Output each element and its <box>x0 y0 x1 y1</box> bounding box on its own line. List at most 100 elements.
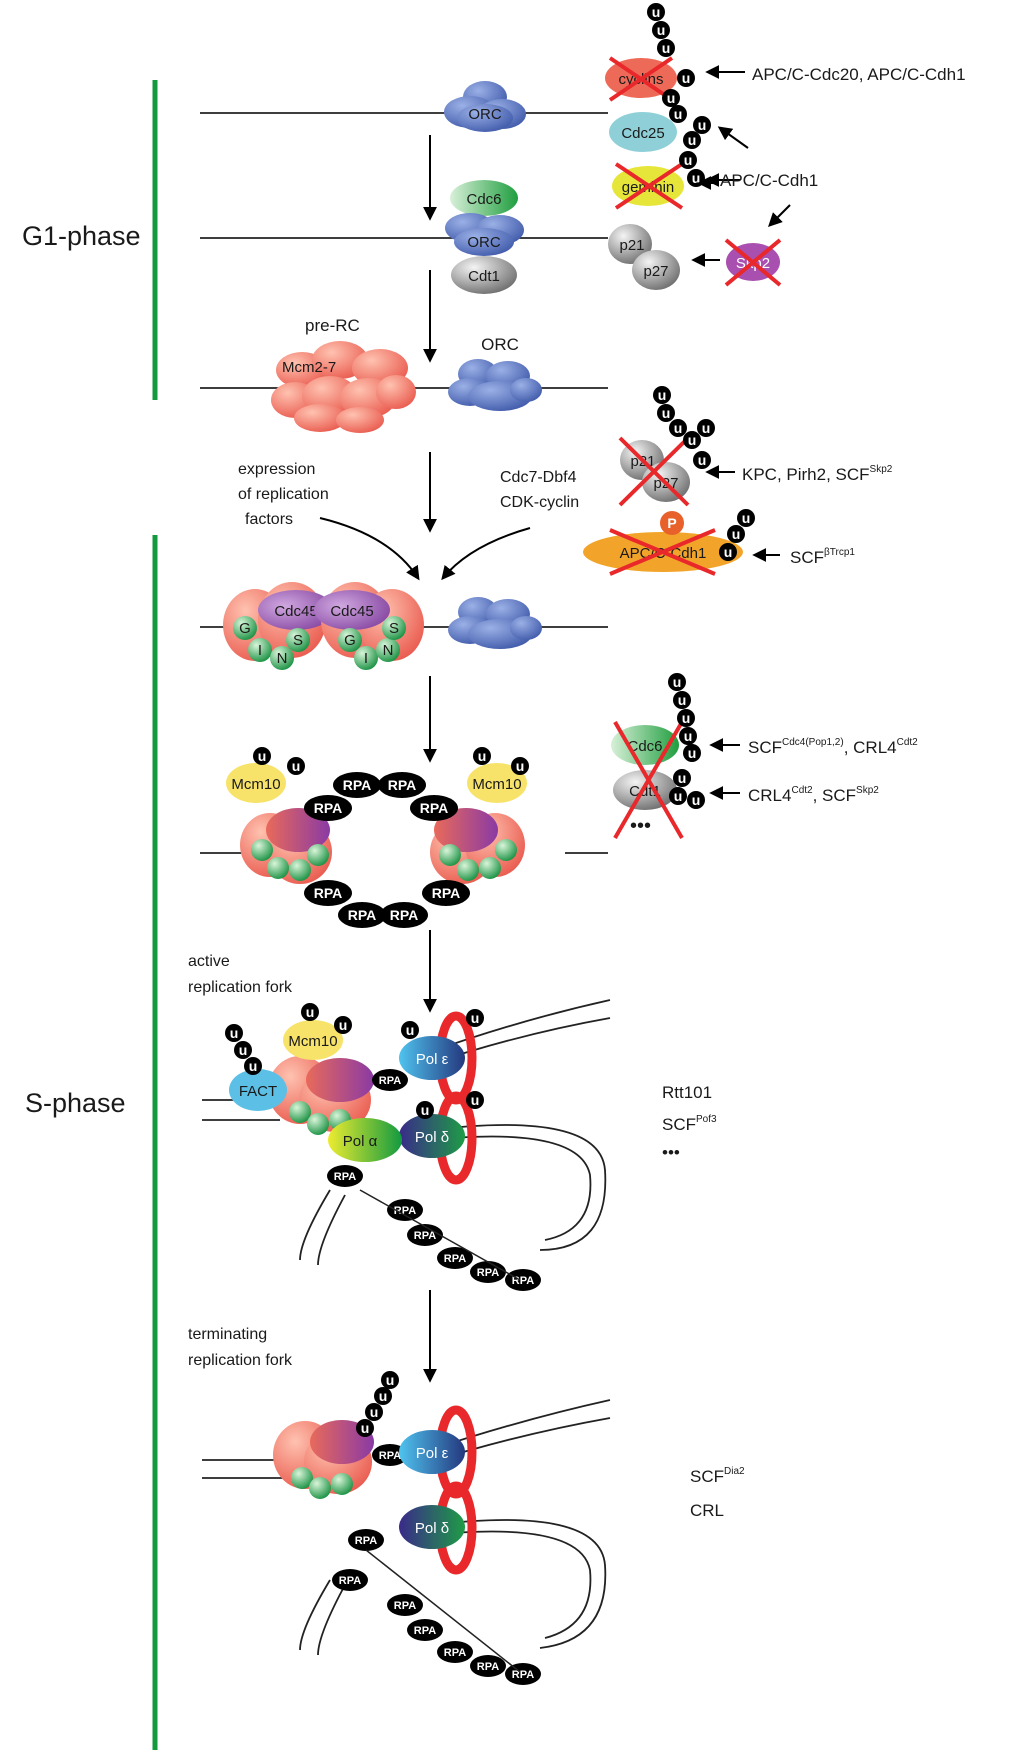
rpa: RPA <box>390 907 419 923</box>
cmg-left: Cdc45 G I N S <box>223 582 334 670</box>
ubiquitin: u <box>684 152 693 168</box>
ubiquitin: u <box>688 745 697 761</box>
ubiquitin: u <box>692 170 701 186</box>
rpa: RPA <box>314 885 343 901</box>
p21-label: p21 <box>619 237 644 254</box>
gins-i: I <box>258 642 262 659</box>
ubiquitin: u <box>684 728 693 744</box>
ligase-kpc: KPC, Pirh2, SCFSkp2 <box>742 464 893 484</box>
pol-delta-label: Pol δ <box>415 1129 449 1146</box>
ubiquitin: u <box>406 1022 415 1038</box>
rpa: RPA <box>414 1625 436 1637</box>
step-active-fork: active replication fork FACT u u u Mcm10… <box>188 953 611 1383</box>
ubiquitin: u <box>652 4 661 20</box>
ligase-scf-dia2: SCFDia2 <box>690 1466 745 1486</box>
degraded-cross <box>608 56 674 102</box>
pol-delta <box>399 1114 465 1158</box>
ubiquitin: u <box>239 1042 248 1058</box>
rpa: RPA <box>444 1647 466 1659</box>
active-label-1: active <box>188 953 230 970</box>
cdc6-label: Cdc6 <box>627 738 662 755</box>
cdc25-protein <box>609 112 677 152</box>
ligase-apc-cdc20-cdh1: APC/C-Cdc20, APC/C-Cdh1 <box>752 65 966 84</box>
step-orc-cdc6-cdt1: Cdc6 ORC Cdt1 <box>200 180 608 363</box>
ubiquitin: u <box>698 117 707 133</box>
gins-s: S <box>293 632 303 649</box>
ubiquitin: u <box>471 1010 480 1026</box>
rpa: RPA <box>477 1661 499 1673</box>
orc-complex <box>448 359 542 411</box>
orc-label: ORC <box>467 234 501 251</box>
ubiquitin: u <box>516 758 525 774</box>
pol-epsilon <box>399 1036 465 1080</box>
ubiquitin: u <box>249 1058 258 1074</box>
rpa: RPA <box>432 885 461 901</box>
phase-bars: G1-phase S-phase <box>22 80 158 1750</box>
degraded-cross <box>724 238 782 287</box>
terminating-label-2: replication fork <box>188 1352 293 1369</box>
gins-n: N <box>277 650 288 667</box>
ubiquitin: u <box>678 692 687 708</box>
orc-complex: ORC <box>445 213 524 256</box>
expression-line-2: of replication <box>238 486 329 503</box>
ubiquitin: u <box>471 1092 480 1108</box>
ubiquitin: u <box>478 748 487 764</box>
degraded-cross <box>609 528 716 576</box>
pol-alpha-label: Pol α <box>343 1133 378 1150</box>
cmg-right: Cdc45 G I N S <box>314 582 424 670</box>
mcm10-label: Mcm10 <box>231 776 280 793</box>
rpa-coat: RPA RPA RPA RPA RPA RPA RPA RPA <box>304 772 470 928</box>
degraded-cross <box>613 720 684 840</box>
cdc45-label: Cdc45 <box>330 603 373 620</box>
rpa: RPA <box>388 777 417 793</box>
rpa: RPA <box>512 1669 534 1681</box>
pre-rc-label: pre-RC <box>305 316 360 335</box>
pol-epsilon <box>399 1430 465 1474</box>
p21-protein <box>608 224 652 264</box>
mcm2-7-complex <box>271 341 416 433</box>
p27-protein <box>632 250 680 290</box>
rpa: RPA <box>343 777 372 793</box>
arrow-kinase <box>441 527 531 581</box>
degraded-cross <box>614 162 684 210</box>
p27-label: p27 <box>643 263 668 280</box>
orc-complex <box>448 597 542 649</box>
cdc6-label: Cdc6 <box>466 191 501 208</box>
gins-i: I <box>364 650 368 667</box>
ubiquitin: u <box>230 1025 239 1041</box>
ubiquitin: u <box>361 1420 370 1436</box>
rpa: RPA <box>420 800 449 816</box>
active-label-2: replication fork <box>188 979 293 996</box>
ubiquitin: u <box>339 1017 348 1033</box>
ubiquitin: u <box>421 1102 430 1118</box>
ubiquitin: u <box>742 510 751 526</box>
mcm10-protein <box>283 1020 343 1060</box>
rpa: RPA <box>334 1171 356 1183</box>
ligase-more: ••• <box>662 1143 680 1162</box>
more-targets: ••• <box>630 815 651 837</box>
cdc25-label: Cdc25 <box>621 125 664 142</box>
fact-protein <box>229 1069 287 1111</box>
rpa: RPA <box>339 1575 361 1587</box>
rpa: RPA <box>379 1450 401 1462</box>
ubiquitin: u <box>370 1404 379 1420</box>
rpa: RPA <box>394 1205 416 1217</box>
kinase-line-1: Cdc7-Dbf4 <box>500 469 577 486</box>
cdt1-label: Cdt1 <box>468 268 500 285</box>
mcm10-label: Mcm10 <box>288 1033 337 1050</box>
pol-delta <box>399 1505 465 1549</box>
terminating-label-1: terminating <box>188 1326 267 1343</box>
pol-alpha <box>328 1118 402 1162</box>
ligase-crl4-scf-skp2: CRL4Cdt2, SCFSkp2 <box>748 785 879 805</box>
fact-label: FACT <box>239 1083 277 1100</box>
ubiquitin: u <box>662 40 671 56</box>
g1s-targets: p21 p27 u u u u u u KPC, Pirh2, SCFSkp2 … <box>583 386 893 576</box>
pol-epsilon-label: Pol ε <box>416 1445 449 1462</box>
ligase-scf-cdc4-crl4: SCFCdc4(Pop1,2), CRL4Cdt2 <box>748 737 918 757</box>
ubiquitin: u <box>662 405 671 421</box>
ubiquitin: u <box>258 748 267 764</box>
orc-text-label: ORC <box>481 335 519 354</box>
ubiquitin: u <box>306 1004 315 1020</box>
step-pre-rc: pre-RC Mcm2-7 ORC <box>200 316 608 433</box>
pol-delta-label: Pol δ <box>415 1520 449 1537</box>
